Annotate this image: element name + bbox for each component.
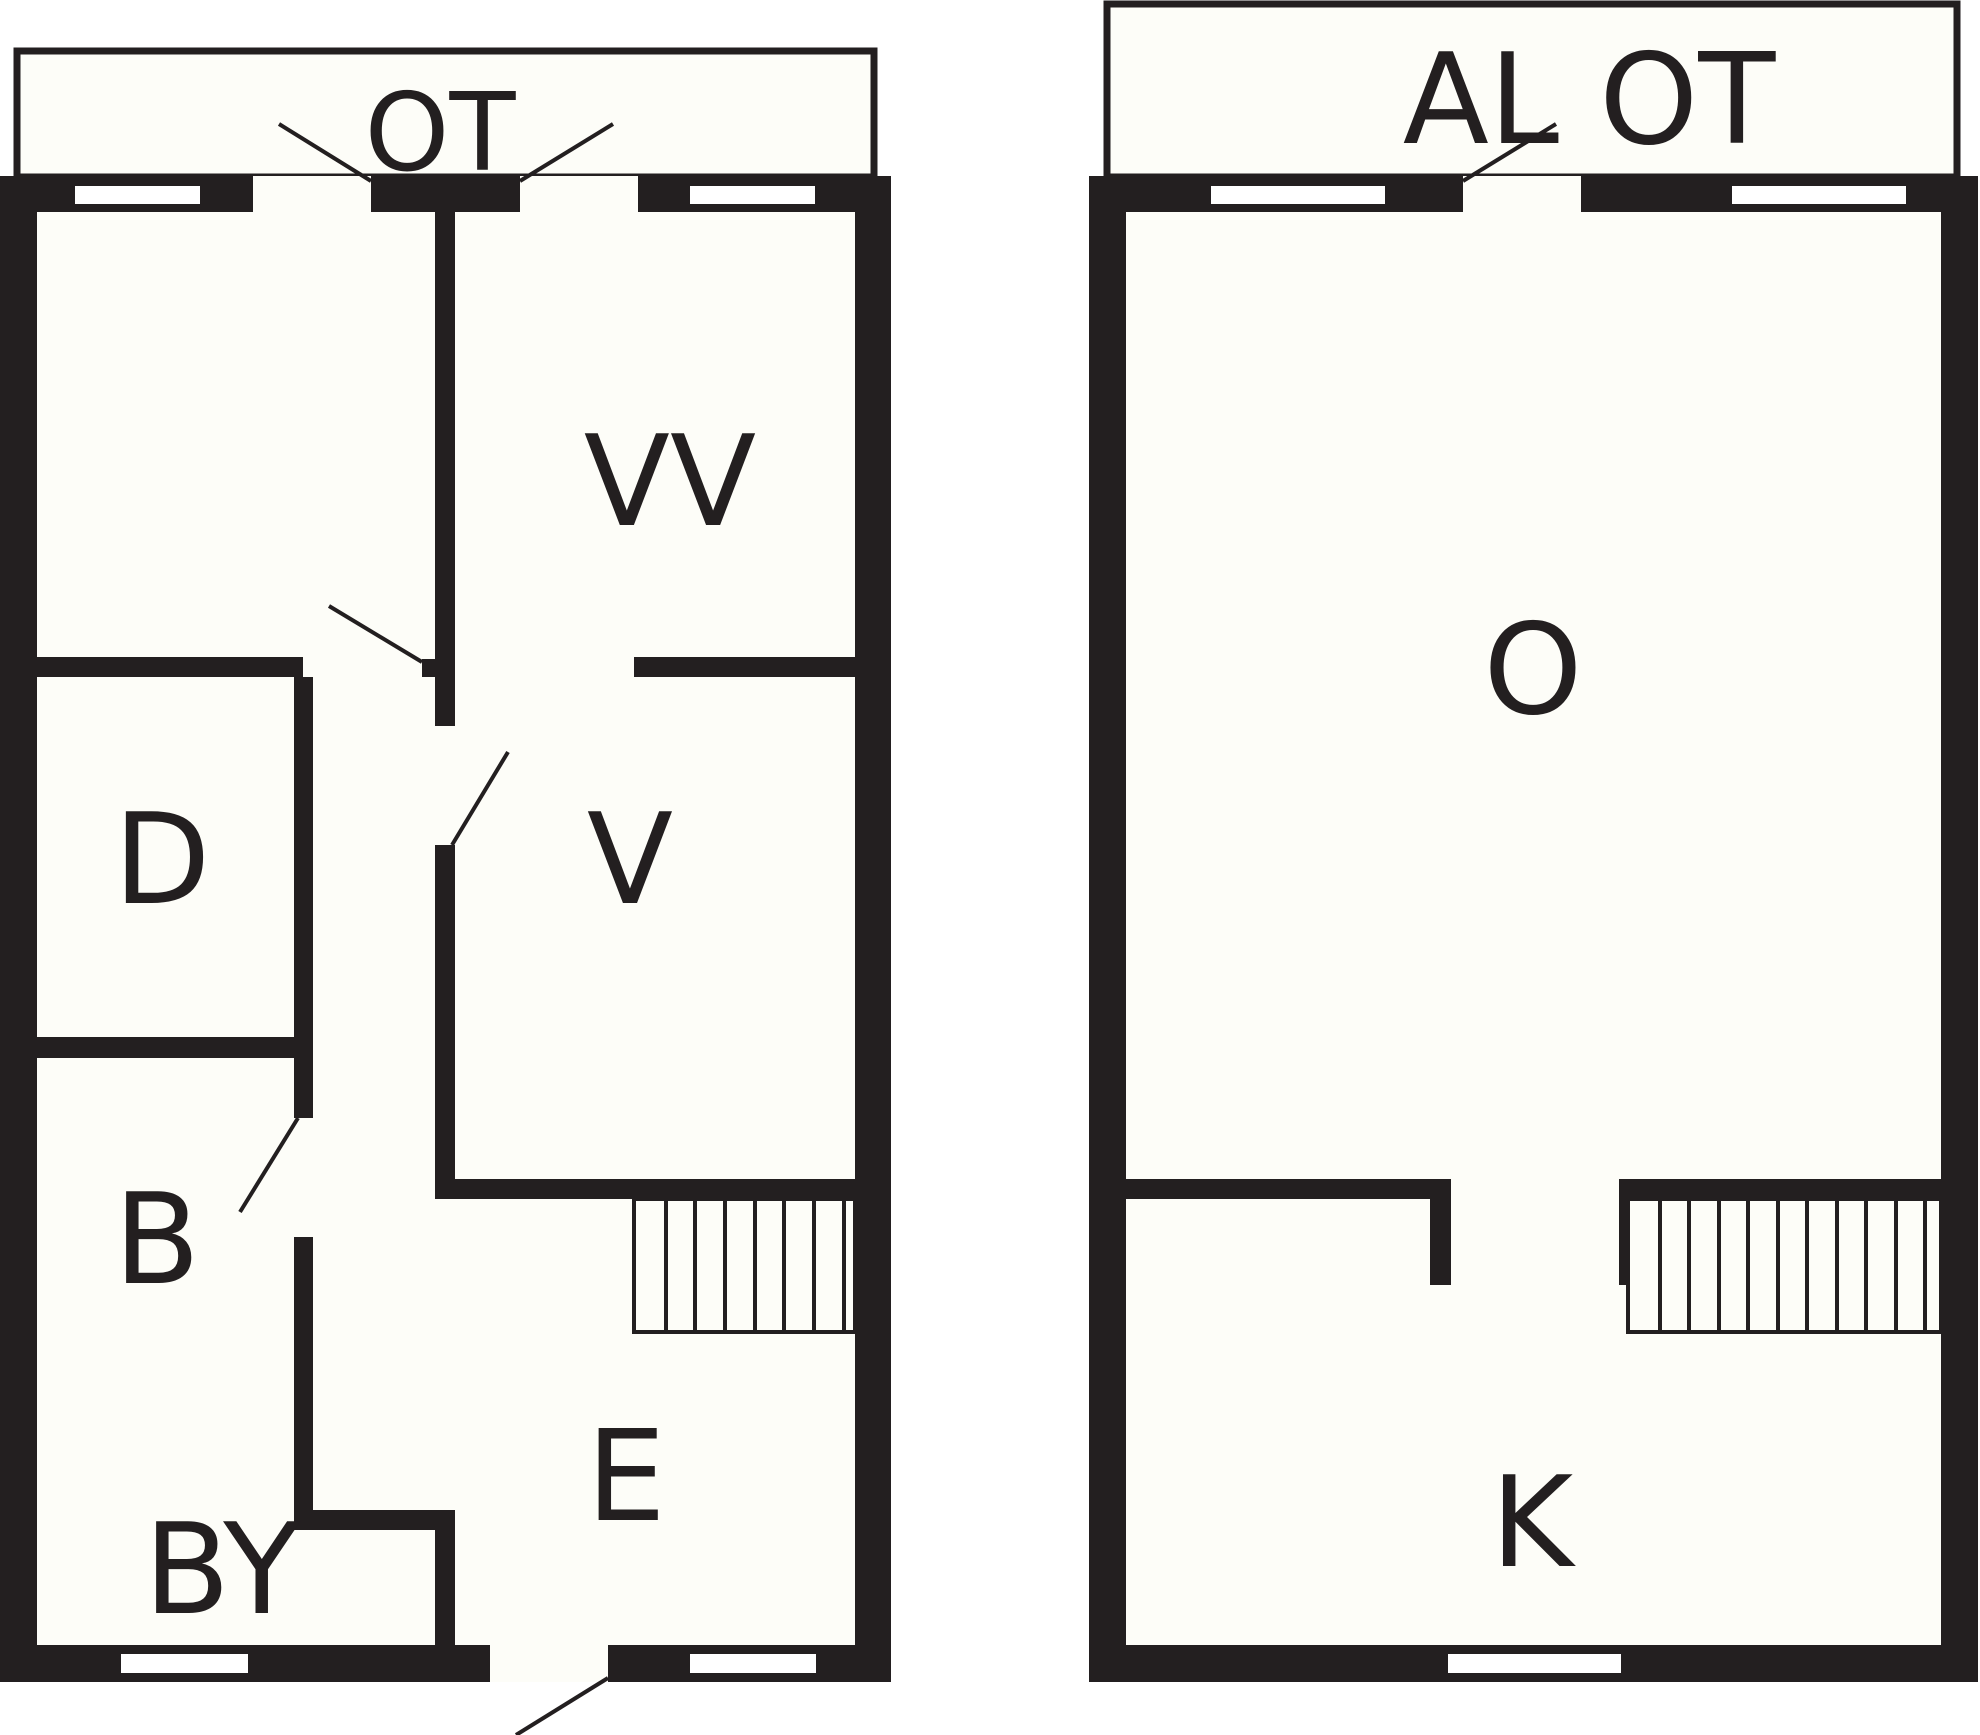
left-balcony — [13, 47, 878, 181]
left-windows — [75, 186, 816, 1673]
room-label-k: K — [1491, 1449, 1577, 1596]
right-door-gap — [1463, 176, 1581, 212]
room-label-vv: VV — [584, 408, 756, 555]
room-label-e: E — [586, 1403, 666, 1550]
right-floor-area — [1126, 212, 1941, 1645]
right-door-swing — [1461, 122, 1558, 183]
right-stairs — [1626, 1197, 1943, 1334]
right-windows — [1211, 186, 1906, 1673]
left-door-gaps — [253, 176, 638, 1682]
room-label-by: BY — [144, 1496, 302, 1643]
left-stairs — [632, 1197, 857, 1334]
room-label-v: V — [587, 786, 673, 933]
left-floor: OT VV D V B BY E — [0, 47, 891, 1735]
left-balcony-label: OT — [365, 71, 517, 196]
room-label-o: O — [1483, 596, 1582, 743]
left-door-swings — [238, 122, 615, 1735]
room-label-d: D — [113, 786, 210, 933]
right-balcony-label: AL OT — [1403, 26, 1777, 173]
right-balcony — [1103, 0, 1961, 181]
room-label-b: B — [114, 1166, 200, 1313]
right-floor: AL OT O K — [1089, 0, 1978, 1682]
